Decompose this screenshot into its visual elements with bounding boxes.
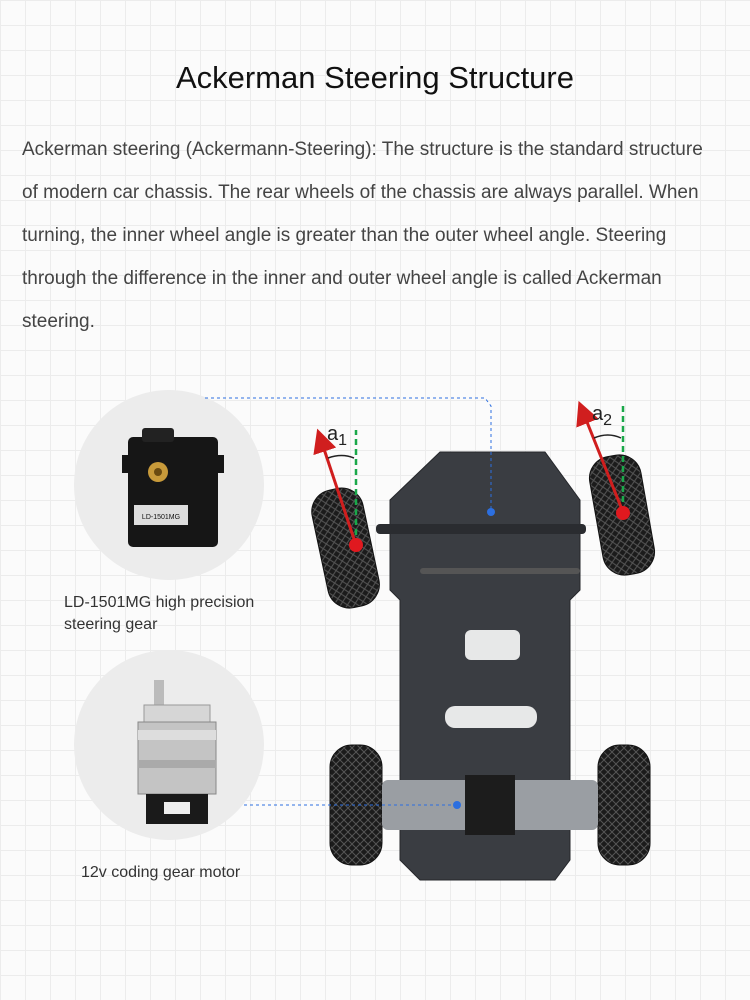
angle-a1-indicator: a1 [313,423,363,552]
motor-pointer-line [244,801,461,809]
description-text: Ackerman steering (Ackermann-Steering): … [22,139,703,332]
servo-pointer-line [205,397,495,516]
servo-chip-label: LD-1501MG [142,514,180,521]
car-chassis [311,451,656,881]
servo-caption: LD-1501MG high precision steering gear [64,594,255,633]
servo-icon: LD-1501MG [122,428,224,547]
angle-a1-label: a1 [327,423,347,449]
angle-a2-label: a2 [592,403,612,429]
page-title: Ackerman Steering Structure [175,60,574,95]
angle-a2-indicator: a2 [576,400,630,520]
gear-motor-icon [137,680,217,824]
motor-caption: 12v coding gear motor [81,864,241,881]
